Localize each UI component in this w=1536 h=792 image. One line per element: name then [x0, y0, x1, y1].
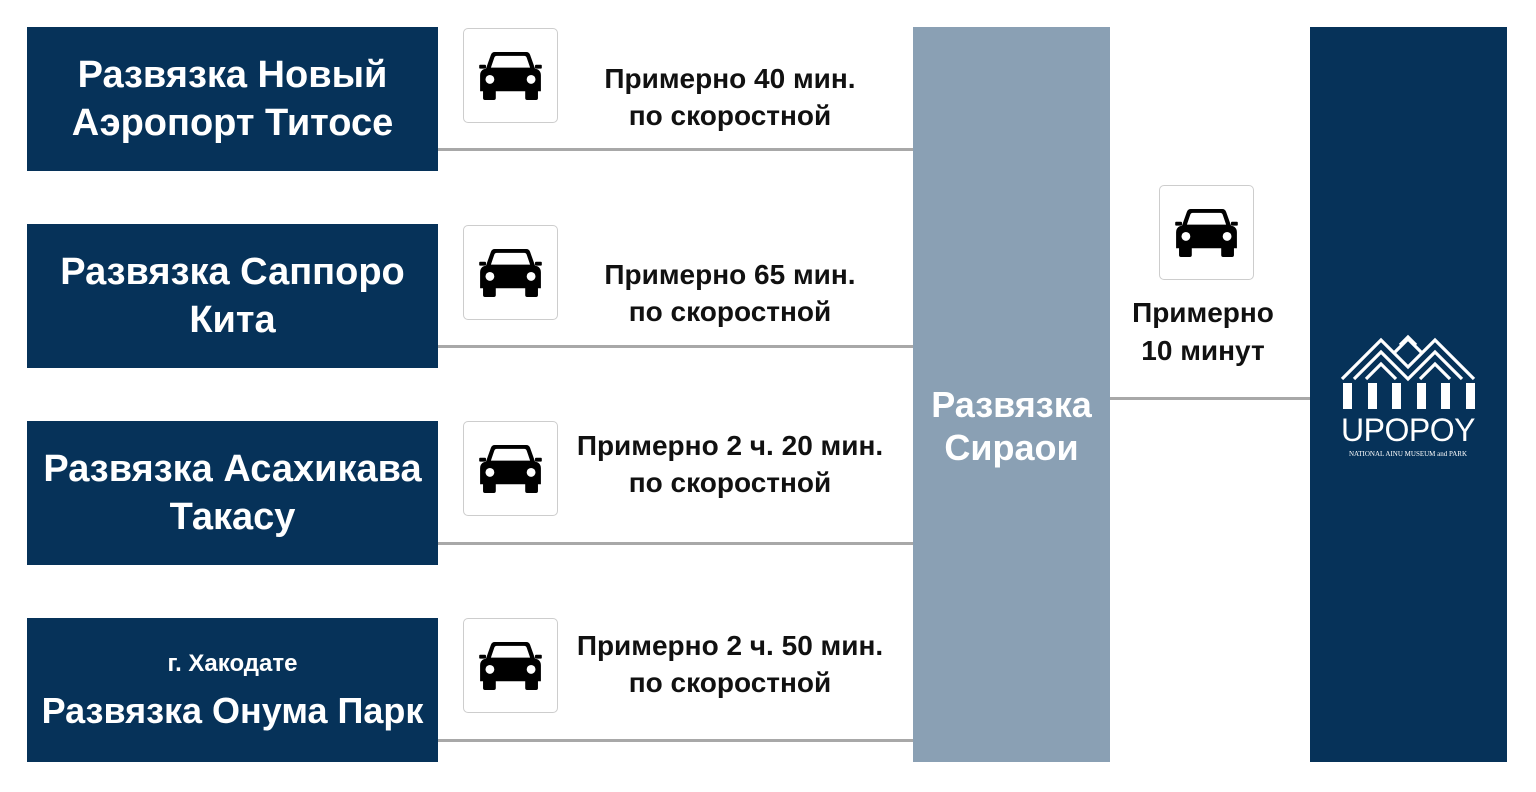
logo-name: UPOPOY — [1341, 412, 1475, 448]
route-mode: по скоростной — [628, 667, 832, 698]
car-icon-box — [463, 421, 558, 516]
route-time: Примерно 2 ч. 20 мин. — [576, 430, 884, 461]
route-mode: по скоростной — [628, 296, 832, 327]
car-icon — [1175, 207, 1238, 258]
final-leg-line: Примерно — [1132, 297, 1274, 328]
logo-subtitle: NATIONAL AINU MUSEUM and PARK — [1348, 450, 1468, 458]
hub-box-shiraoi: Развязка Сираои — [913, 27, 1110, 762]
hub-name-line: Сираои — [944, 427, 1079, 468]
final-leg-line: 10 минут — [1141, 335, 1265, 366]
car-icon — [479, 50, 542, 101]
route-info: Примерно 2 ч. 50 мин. по скоростной — [560, 627, 900, 701]
car-icon — [479, 247, 542, 298]
destination-box-upopoy: UPOPOY NATIONAL AINU MUSEUM and PARK — [1310, 27, 1507, 762]
route-time: Примерно 40 мин. — [604, 63, 856, 94]
hub-name: Развязка Сираои — [913, 383, 1110, 469]
upopoy-logo: UPOPOY NATIONAL AINU MUSEUM and PARK — [1328, 333, 1488, 458]
origin-box-onuma-park: г. Хакодате Развязка Онума Парк — [27, 618, 438, 762]
origin-city-prefix: г. Хакодате — [167, 649, 298, 677]
car-icon-box — [463, 618, 558, 713]
route-time: Примерно 2 ч. 50 мин. — [576, 630, 884, 661]
origin-name-line: Развязка Асахикава — [43, 448, 422, 490]
car-icon — [479, 443, 542, 494]
route-mode: по скоростной — [628, 100, 832, 131]
origin-box-new-chitose-airport: Развязка Новый Аэропорт Титосе — [27, 27, 438, 171]
hub-name-line: Развязка — [931, 384, 1092, 425]
origin-name-line: Развязка Саппоро — [60, 251, 405, 293]
origin-name-line: Такасу — [169, 496, 296, 538]
car-icon-box — [463, 28, 558, 123]
origin-box-sapporo-kita: Развязка Саппоро Кита — [27, 224, 438, 368]
connector-line — [438, 148, 913, 151]
route-info: Примерно 2 ч. 20 мин. по скоростной — [560, 427, 900, 501]
origin-name-line: Аэропорт Титосе — [71, 102, 394, 144]
final-leg-car-icon-box — [1159, 185, 1254, 280]
final-leg-info: Примерно 10 минут — [1123, 294, 1283, 370]
origin-name-line: Развязка Новый — [77, 54, 388, 96]
upopoy-logo-mark-icon — [1340, 334, 1476, 409]
route-time: Примерно 65 мин. — [604, 259, 856, 290]
connector-line — [438, 345, 913, 348]
car-icon — [479, 640, 542, 691]
origin-name-line: Развязка Онума Парк — [41, 689, 424, 731]
connector-line — [438, 542, 913, 545]
connector-line-to-destination — [1110, 397, 1310, 400]
origin-box-asahikawa-takasu: Развязка Асахикава Такасу — [27, 421, 438, 565]
route-mode: по скоростной — [628, 467, 832, 498]
connector-line — [438, 739, 913, 742]
car-icon-box — [463, 225, 558, 320]
origin-name-line: Кита — [189, 299, 276, 341]
route-info: Примерно 65 мин. по скоростной — [560, 256, 900, 330]
route-info: Примерно 40 мин. по скоростной — [560, 60, 900, 134]
